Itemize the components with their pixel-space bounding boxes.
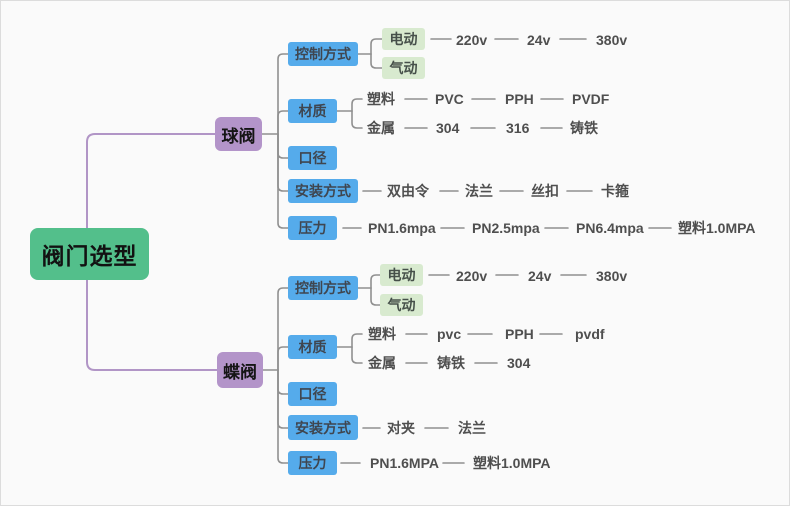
butterfly-metal-cast-iron[interactable]: 铸铁 — [437, 355, 465, 371]
butterfly-control-method-node[interactable]: 控制方式 — [288, 276, 358, 300]
butterfly-electric-node[interactable]: 电动 — [380, 264, 423, 286]
butterfly-install-wafer[interactable]: 对夹 — [387, 420, 415, 436]
butterfly-material-node[interactable]: 材质 — [288, 335, 337, 359]
ball-metal-304[interactable]: 304 — [436, 120, 460, 136]
butterfly-material-metal[interactable]: 金属 — [368, 355, 396, 371]
butterfly-pressure-pn16[interactable]: PN1.6MPA — [370, 455, 439, 471]
ball-metal-cast-iron[interactable]: 铸铁 — [570, 120, 598, 136]
butterfly-plastic-pvdf[interactable]: pvdf — [575, 326, 605, 342]
connector-root-to-ball-valve — [86, 133, 216, 229]
ball-install-union[interactable]: 双由令 — [387, 183, 429, 199]
butterfly-plastic-pph[interactable]: PPH — [505, 326, 534, 342]
ball-plastic-pvc[interactable]: PVC — [435, 91, 464, 107]
butterfly-install-flange[interactable]: 法兰 — [458, 420, 486, 436]
butterfly-voltage-220v[interactable]: 220v — [456, 268, 488, 284]
root-node-valve-selection[interactable]: 阀门选型 — [30, 228, 149, 280]
butterfly-voltage-380v[interactable]: 380v — [596, 268, 628, 284]
butterfly-material-plastic[interactable]: 塑料 — [368, 326, 396, 342]
branch-node-butterfly-valve[interactable]: 蝶阀 — [217, 352, 263, 388]
ball-pressure-pn64[interactable]: PN6.4mpa — [576, 220, 644, 236]
ball-electric-node[interactable]: 电动 — [382, 28, 425, 50]
butterfly-pressure-node[interactable]: 压力 — [288, 451, 337, 475]
ball-install-clamp[interactable]: 卡箍 — [601, 183, 629, 199]
butterfly-install-method-node[interactable]: 安装方式 — [288, 415, 358, 440]
ball-voltage-380v[interactable]: 380v — [596, 32, 628, 48]
ball-material-plastic[interactable]: 塑料 — [367, 91, 395, 107]
ball-install-thread[interactable]: 丝扣 — [531, 183, 559, 199]
ball-pneumatic-node[interactable]: 气动 — [382, 57, 425, 79]
ball-metal-316[interactable]: 316 — [506, 120, 530, 136]
connector-root-to-butterfly-valve — [86, 279, 218, 371]
ball-install-method-node[interactable]: 安装方式 — [288, 179, 358, 203]
ball-voltage-24v[interactable]: 24v — [527, 32, 551, 48]
ball-install-flange[interactable]: 法兰 — [465, 183, 493, 199]
branch-node-ball-valve[interactable]: 球阀 — [215, 117, 262, 151]
ball-pressure-node[interactable]: 压力 — [288, 216, 337, 240]
ball-material-node[interactable]: 材质 — [288, 99, 337, 123]
ball-pressure-pn16[interactable]: PN1.6mpa — [368, 220, 436, 236]
butterfly-voltage-24v[interactable]: 24v — [528, 268, 552, 284]
butterfly-plastic-pvc[interactable]: pvc — [437, 326, 462, 342]
ball-material-metal[interactable]: 金属 — [367, 120, 395, 136]
butterfly-diameter-node[interactable]: 口径 — [288, 382, 337, 406]
butterfly-pressure-plastic10[interactable]: 塑料1.0MPA — [473, 455, 551, 471]
ball-voltage-220v[interactable]: 220v — [456, 32, 488, 48]
ball-pressure-pn25[interactable]: PN2.5mpa — [472, 220, 540, 236]
ball-plastic-pph[interactable]: PPH — [505, 91, 534, 107]
ball-plastic-pvdf[interactable]: PVDF — [572, 91, 610, 107]
ball-pressure-plastic10[interactable]: 塑料1.0MPA — [678, 220, 756, 236]
ball-diameter-node[interactable]: 口径 — [288, 146, 337, 170]
butterfly-pneumatic-node[interactable]: 气动 — [380, 294, 423, 316]
ball-control-method-node[interactable]: 控制方式 — [288, 42, 358, 66]
butterfly-metal-304[interactable]: 304 — [507, 355, 531, 371]
